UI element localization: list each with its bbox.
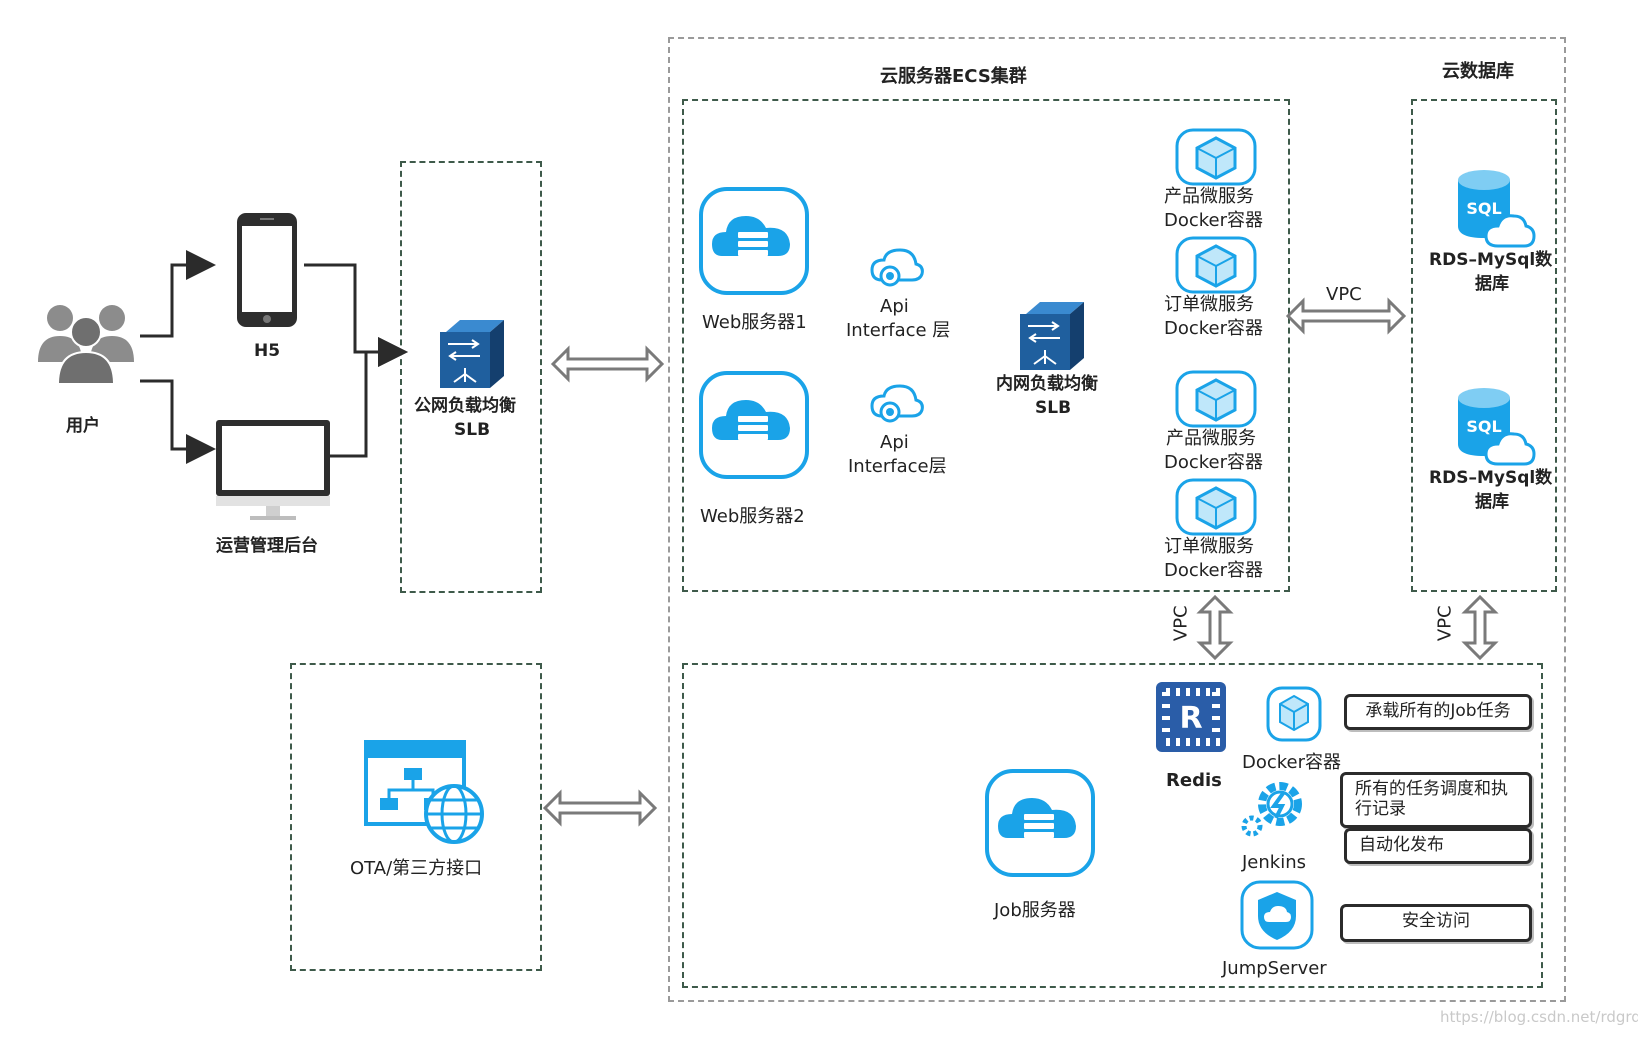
job-server-icon <box>985 769 1095 877</box>
redis-icon: R <box>1156 682 1226 752</box>
vpc-horizontal-label: VPC <box>1326 284 1362 305</box>
vpc-vertical-label-1: VPC <box>1170 605 1192 642</box>
svg-text:R: R <box>1179 701 1202 736</box>
web-server-1-icon <box>699 187 809 295</box>
callout-security: 安全访问 <box>1340 904 1532 942</box>
rds-2-icon: SQL <box>1458 388 1536 466</box>
cloud-region-frame <box>668 37 1566 1002</box>
internal-slb-label-2: SLB <box>1035 398 1072 418</box>
ota-api-icon <box>364 740 484 844</box>
public-slb-group <box>400 161 542 593</box>
phone-icon <box>237 213 297 327</box>
ota-group <box>290 663 542 971</box>
double-arrow-vpc-horizontal <box>1285 297 1407 335</box>
product-service-1-label-1: 产品微服务 <box>1164 186 1254 207</box>
rds-1-icon: SQL <box>1458 170 1536 248</box>
product-service-1-label-2: Docker容器 <box>1164 210 1264 231</box>
api-1-icon <box>870 248 924 287</box>
vpc-vertical-label-2: VPC <box>1434 605 1456 642</box>
public-slb-label-2: SLB <box>454 420 491 440</box>
job-group <box>682 663 1543 988</box>
double-arrow-vpc-vertical-1 <box>1196 594 1234 661</box>
job-server-label: Job服务器 <box>994 900 1076 921</box>
ecs-cluster-group <box>682 99 1290 592</box>
product-service-2-label-2: Docker容器 <box>1164 452 1264 473</box>
product-service-2-icon <box>1175 370 1257 428</box>
callout-job-tasks: 承载所有的Job任务 <box>1344 694 1532 730</box>
redis-label: Redis <box>1166 770 1222 791</box>
double-arrow-ota-job <box>542 789 658 827</box>
cloud-db-group <box>1411 99 1557 592</box>
connector-admin-slb <box>330 337 408 458</box>
order-service-1-label-2: Docker容器 <box>1164 318 1264 339</box>
order-service-2-icon <box>1175 478 1257 536</box>
connector-h5-slb <box>304 263 408 367</box>
public-slb-label-1: 公网负载均衡 <box>414 396 516 416</box>
web-server-2-icon <box>699 371 809 479</box>
h5-label: H5 <box>254 341 281 361</box>
callout-schedule: 所有的任务调度和执行记录 <box>1340 772 1532 828</box>
ota-label: OTA/第三方接口 <box>350 858 483 879</box>
callout-deploy: 自动化发布 <box>1344 828 1532 864</box>
api-2-label-2: Interface层 <box>848 456 947 477</box>
web-server-1-label: Web服务器1 <box>702 312 807 333</box>
order-service-1-label-1: 订单微服务 <box>1164 294 1254 315</box>
api-1-label-1: Api <box>880 296 909 317</box>
order-service-2-label-2: Docker容器 <box>1164 560 1264 581</box>
jenkins-label: Jenkins <box>1242 852 1307 873</box>
api-2-icon <box>870 384 924 423</box>
watermark: https://blog.csdn.net/rdgrdg <box>1440 1008 1638 1026</box>
svg-text:SQL: SQL <box>1466 417 1501 436</box>
order-service-2-label-1: 订单微服务 <box>1164 536 1254 557</box>
users-label: 用户 <box>66 416 100 436</box>
rds-2-label-2: 据库 <box>1475 492 1509 512</box>
admin-label: 运营管理后台 <box>216 536 318 556</box>
connector-user-h5 <box>140 250 216 338</box>
web-server-2-label: Web服务器2 <box>700 506 805 527</box>
internal-slb-icon <box>1020 302 1084 370</box>
svg-text:SQL: SQL <box>1466 199 1501 218</box>
rds-1-label-1: RDS–MySql数 <box>1429 250 1553 270</box>
product-service-1-icon <box>1175 128 1257 186</box>
ecs-cluster-title: 云服务器ECS集群 <box>880 66 1027 87</box>
double-arrow-slb-ecs <box>550 345 665 383</box>
cloud-db-title: 云数据库 <box>1442 61 1514 82</box>
order-service-1-icon <box>1175 236 1257 294</box>
product-service-2-label-1: 产品微服务 <box>1166 428 1256 449</box>
docker-container-label: Docker容器 <box>1242 752 1342 773</box>
monitor-icon <box>216 420 330 520</box>
rds-1-label-2: 据库 <box>1475 274 1509 294</box>
public-slb-icon <box>440 320 504 388</box>
connector-user-admin <box>140 379 216 464</box>
users-icon <box>38 305 134 384</box>
rds-2-label-1: RDS–MySql数 <box>1429 468 1553 488</box>
jumpserver-icon <box>1240 880 1314 950</box>
api-2-label-1: Api <box>880 432 909 453</box>
jumpserver-label: JumpServer <box>1222 958 1327 979</box>
api-1-label-2: Interface 层 <box>846 320 951 341</box>
docker-container-icon <box>1266 686 1322 742</box>
jenkins-icon <box>1241 782 1302 837</box>
internal-slb-label-1: 内网负载均衡 <box>996 374 1098 394</box>
double-arrow-vpc-vertical-2 <box>1461 594 1499 661</box>
